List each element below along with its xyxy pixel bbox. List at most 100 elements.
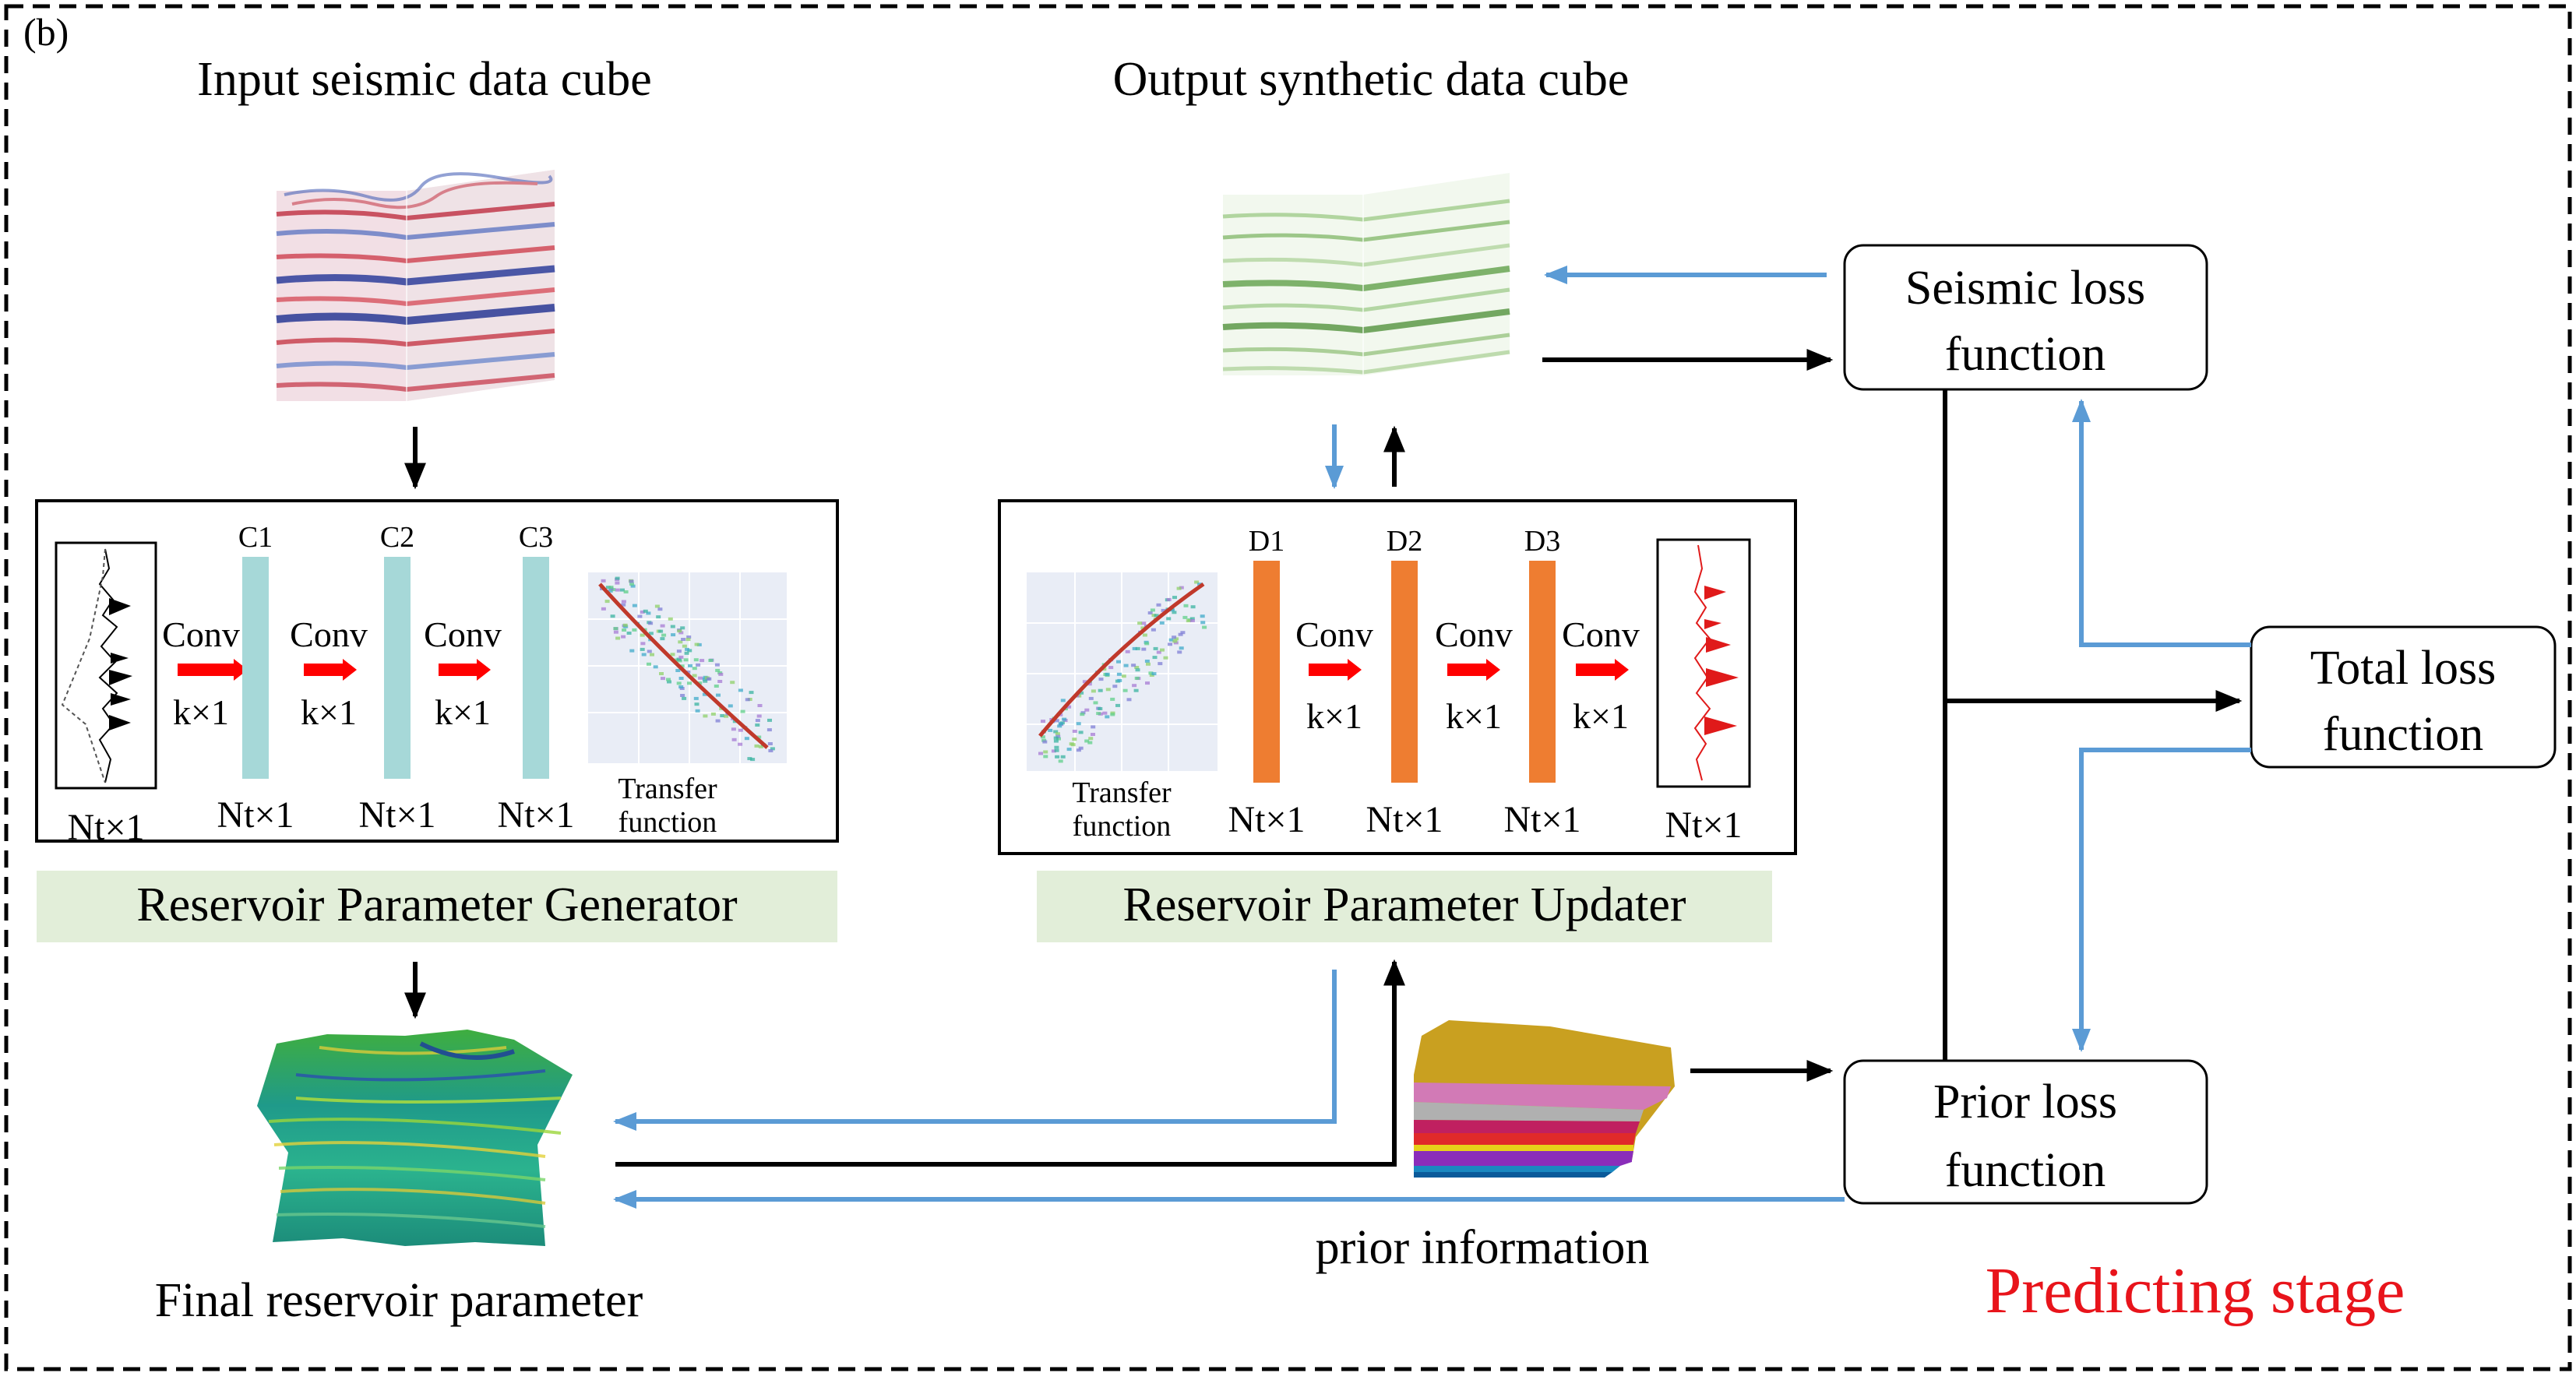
scatter-dot — [1108, 666, 1114, 670]
seismic-loss-label-2: function — [1945, 328, 2106, 381]
scatter-dot — [1144, 660, 1150, 663]
scatter-dot — [626, 632, 632, 635]
scatter-dot — [1079, 691, 1084, 695]
generator-conv-1-op: Conv — [162, 614, 240, 654]
scatter-dot — [629, 579, 634, 583]
scatter-dot — [1166, 597, 1172, 601]
scatter-dot — [1141, 621, 1147, 625]
scatter-dot — [1135, 668, 1140, 672]
total-loss-box — [2250, 625, 2557, 769]
updater-output-size: Nt×1 — [1665, 804, 1742, 846]
scatter-dot — [1200, 614, 1205, 618]
scatter-dot — [676, 650, 682, 653]
scatter-dot — [1142, 633, 1147, 637]
scatter-dot — [681, 638, 686, 641]
scatter-dot — [1147, 611, 1153, 614]
updater-conv-2-op: Conv — [1435, 614, 1513, 654]
generator-conv-3-kernel: k×1 — [435, 692, 491, 732]
scatter-dot — [1076, 748, 1081, 752]
final-reservoir-parameter-label: Final reservoir parameter — [155, 1274, 643, 1327]
scatter-dot — [694, 642, 700, 646]
updater-caption-band — [1037, 871, 1772, 942]
updater-transfer-function-plot — [1027, 572, 1218, 771]
scatter-dot — [654, 604, 660, 608]
updater-conv-3-op: Conv — [1562, 614, 1640, 654]
scatter-dot — [703, 679, 708, 683]
scatter-dot — [1182, 615, 1188, 619]
generator-conv-1-kernel: k×1 — [173, 692, 229, 732]
scatter-dot — [716, 693, 721, 697]
scatter-dot — [653, 665, 658, 669]
scatter-dot — [1084, 708, 1090, 712]
scatter-dot — [715, 719, 721, 723]
scatter-dot — [1137, 621, 1143, 625]
scatter-dot — [747, 757, 752, 761]
scatter-dot — [647, 650, 652, 653]
scatter-dot — [1179, 586, 1184, 590]
scatter-dot — [731, 738, 737, 741]
scatter-dot — [640, 633, 645, 637]
scatter-dot — [1194, 580, 1200, 584]
scatter-dot — [615, 588, 620, 592]
scatter-dot — [688, 664, 692, 667]
scatter-dot — [658, 629, 664, 633]
scatter-dot — [1093, 701, 1098, 705]
scatter-dot — [692, 674, 697, 678]
scatter-dot — [629, 649, 635, 653]
scatter-dot — [640, 647, 645, 651]
updater-layer-d2-size: Nt×1 — [1366, 799, 1443, 840]
generator-layer-c2-size: Nt×1 — [358, 794, 435, 836]
input-cube-title: Input seismic data cube — [197, 53, 652, 106]
scatter-dot — [692, 667, 697, 671]
scatter-dot — [767, 718, 772, 722]
scatter-dot — [1132, 646, 1137, 650]
generator-input-trace — [55, 541, 157, 790]
scatter-dot — [621, 600, 626, 604]
scatter-dot — [1055, 755, 1060, 759]
scatter-dot — [601, 607, 606, 611]
scatter-dot — [1053, 730, 1059, 734]
scatter-dot — [668, 617, 673, 621]
scatter-dot — [1190, 605, 1196, 609]
updater-layer-d1-name: D1 — [1249, 525, 1284, 558]
scatter-dot — [1038, 752, 1043, 755]
scatter-dot — [1058, 759, 1063, 763]
updater-output-trace — [1656, 538, 1751, 788]
scatter-dot — [641, 653, 647, 657]
scatter-dot — [1160, 648, 1165, 652]
prior-model-image — [1414, 1020, 1675, 1178]
scatter-dot — [671, 633, 676, 637]
scatter-dot — [621, 635, 626, 639]
scatter-dot — [1156, 603, 1161, 607]
generator-layer-c2 — [384, 557, 411, 779]
scatter-dot — [755, 723, 760, 727]
scatter-dot — [757, 704, 763, 707]
scatter-dot — [687, 681, 692, 685]
scatter-dot — [1150, 608, 1155, 612]
scatter-dot — [1087, 741, 1093, 745]
scatter-dot — [1126, 698, 1132, 702]
scatter-dot — [667, 680, 671, 684]
scatter-dot — [718, 672, 724, 676]
scatter-dot — [640, 610, 645, 614]
scatter-dot — [1131, 664, 1136, 667]
scatter-dot — [1102, 711, 1108, 715]
generator-conv-3-op: Conv — [424, 614, 502, 654]
prior-loss-label-1: Prior loss — [1933, 1075, 2117, 1128]
scatter-dot — [684, 651, 689, 655]
scatter-dot — [698, 676, 703, 680]
scatter-dot — [720, 714, 725, 717]
scatter-dot — [1076, 722, 1081, 726]
scatter-dot — [685, 647, 690, 651]
generator-layer-c3-size: Nt×1 — [497, 794, 574, 836]
scatter-dot — [768, 749, 774, 752]
scatter-dot — [622, 623, 628, 627]
updater-layer-d2 — [1391, 561, 1418, 783]
scatter-dot — [1140, 626, 1146, 630]
scatter-dot — [1161, 608, 1166, 612]
scatter-dot — [1154, 614, 1159, 618]
scatter-dot — [623, 590, 629, 593]
seismic-loss-box — [1843, 244, 2208, 391]
scatter-dot — [601, 579, 606, 583]
scatter-dot — [693, 658, 699, 662]
